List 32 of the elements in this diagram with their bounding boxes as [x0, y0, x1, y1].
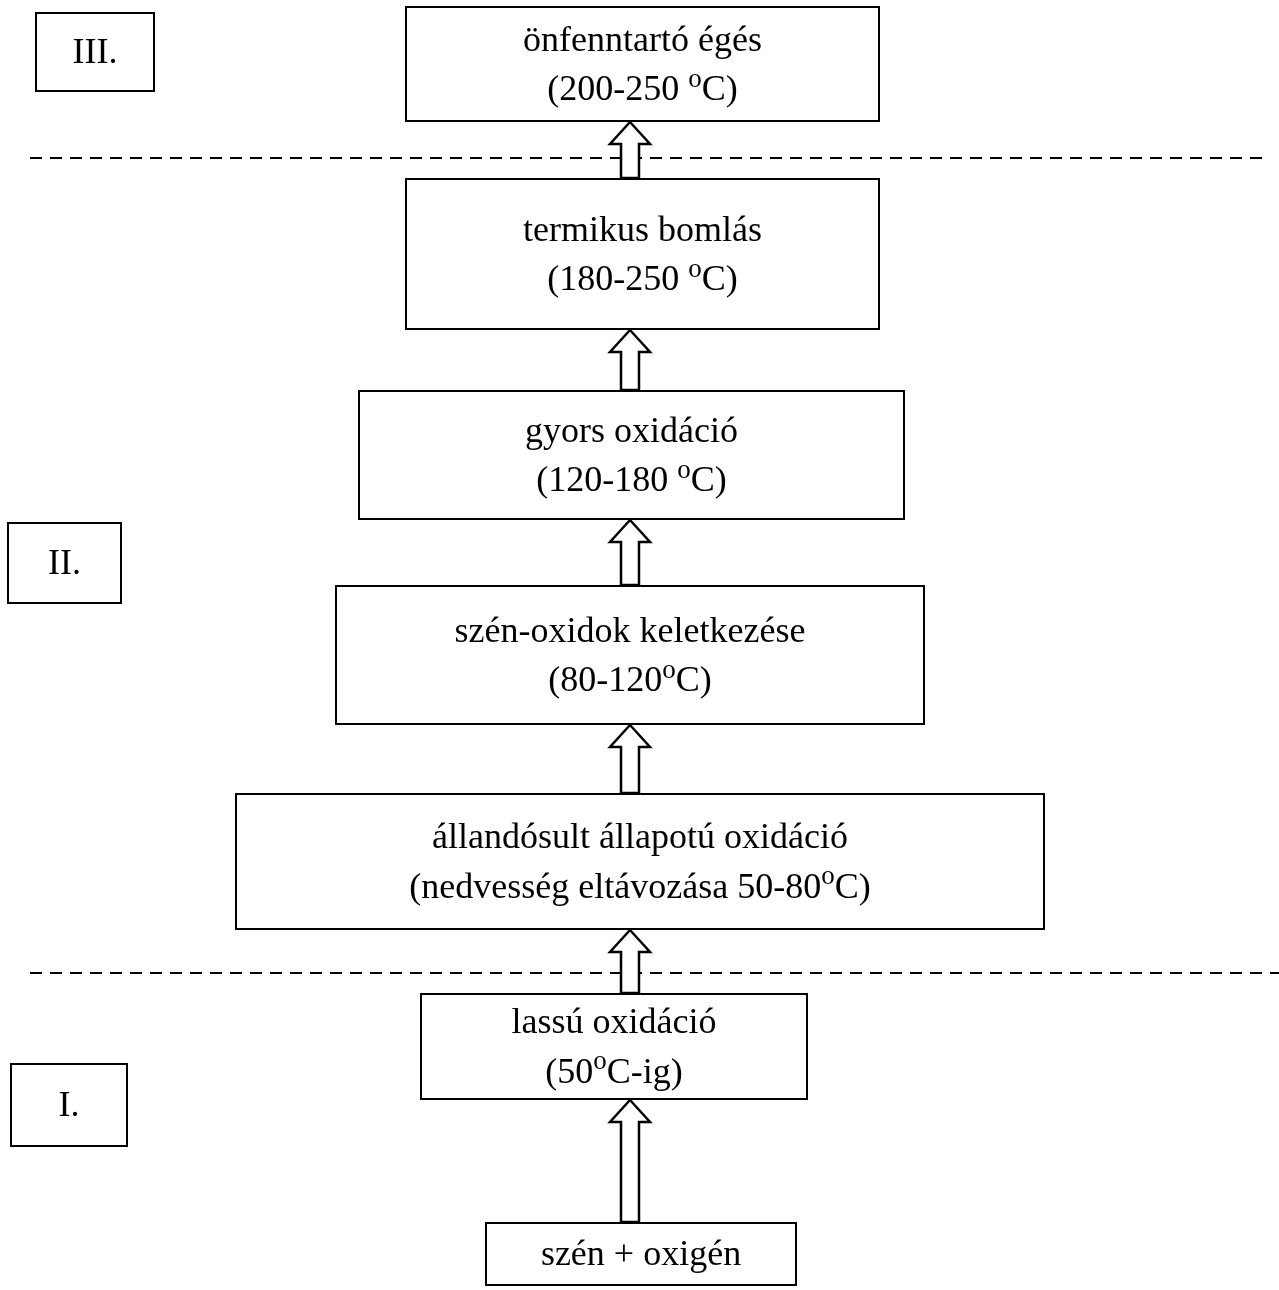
process-box — [235, 793, 1045, 930]
hollow-arrow — [607, 328, 653, 392]
box-text: lassú oxidáció — [511, 1001, 717, 1043]
process-box — [358, 390, 905, 520]
box-text: III. — [72, 31, 118, 73]
box-text: (80-120$^{o}$C) — [548, 659, 712, 701]
hollow-arrow — [607, 1098, 653, 1224]
box-text: termikus bomlás — [523, 208, 762, 250]
box-text: II. — [48, 542, 81, 584]
hollow-arrow — [607, 928, 653, 995]
process-box — [420, 993, 808, 1100]
box-text: (50$^{o}$C-ig) — [545, 1050, 683, 1092]
process-box — [405, 6, 880, 122]
box-text: (nedvesség eltávozása 50-80$^{o}$C) — [409, 865, 871, 907]
box-text: szén-oxidok keletkezése — [454, 609, 806, 651]
hollow-arrow — [607, 723, 653, 795]
box-text: önfenntartó égés — [523, 18, 762, 60]
box-text: (200-250 $^{o}$C) — [547, 68, 738, 110]
box-text: gyors oxidáció — [525, 409, 738, 451]
process-box — [10, 1063, 128, 1147]
box-text: I. — [58, 1084, 80, 1126]
box-text: állandósult állapotú oxidáció — [432, 816, 848, 858]
process-box — [7, 522, 122, 604]
process-box — [485, 1222, 797, 1286]
box-text: (120-180 $^{o}$C) — [536, 459, 727, 501]
hollow-arrow — [607, 120, 653, 180]
process-box — [405, 178, 880, 330]
box-text: (180-250 $^{o}$C) — [547, 258, 738, 300]
process-box — [35, 12, 155, 92]
box-text: szén + oxigén — [540, 1233, 742, 1275]
process-box — [335, 585, 925, 725]
hollow-arrow — [607, 518, 653, 587]
